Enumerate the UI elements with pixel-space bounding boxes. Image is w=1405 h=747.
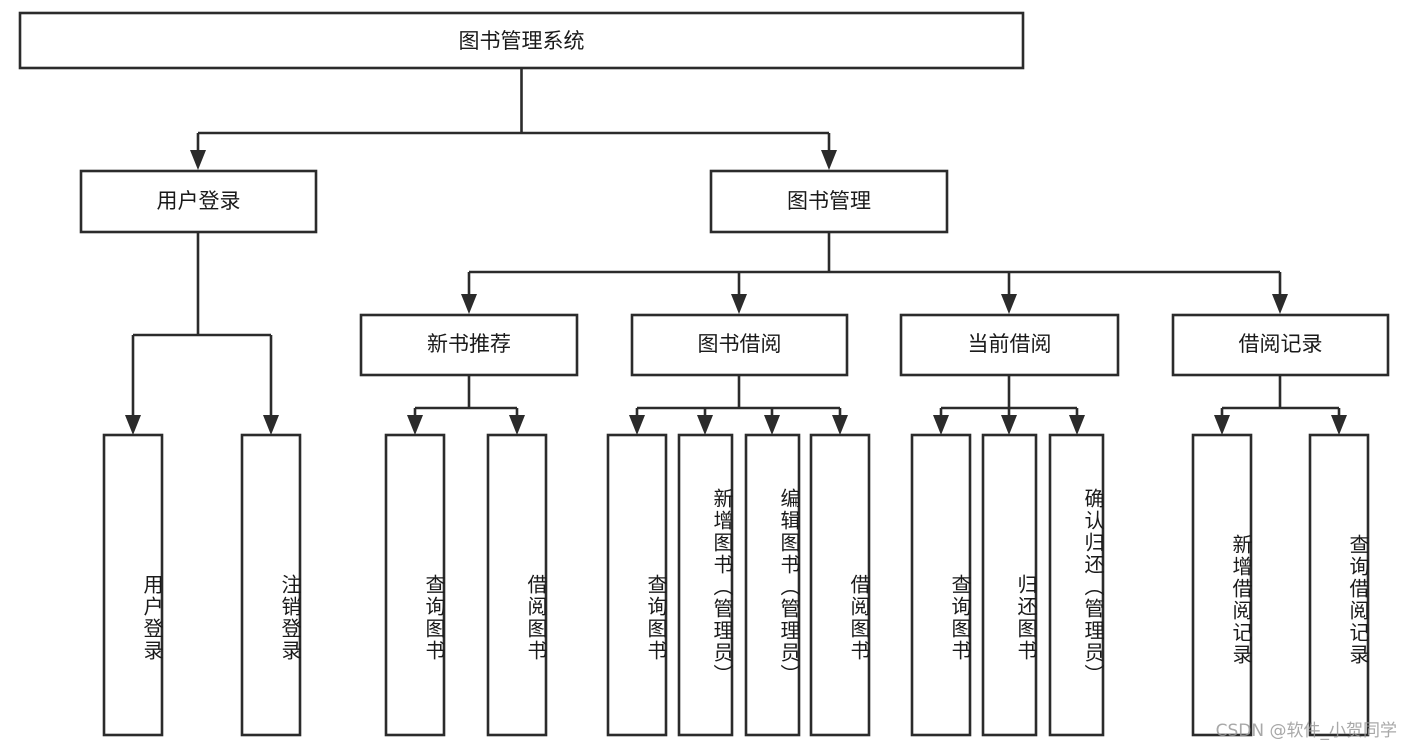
connector-currentborrow-to-leaves (933, 375, 1085, 435)
root-label: 图书管理系统 (459, 29, 585, 53)
level3-label-2: 当前借阅 (968, 332, 1052, 356)
leaf-box-7[interactable] (809, 433, 871, 737)
connector-root-to-level2 (190, 68, 837, 170)
arrow-head-icon (731, 294, 747, 314)
arrow-head-icon (125, 415, 141, 435)
leaf-box-9[interactable] (981, 433, 1038, 737)
arrow-head-icon (832, 415, 848, 435)
leaf-box-8[interactable] (910, 433, 972, 737)
watermark-text: CSDN @软件_小贺同学 (1215, 721, 1397, 741)
connector-newbook-to-leaves (407, 375, 525, 435)
leaf-box-5[interactable] (677, 433, 734, 737)
level2-label-0: 用户登录 (157, 189, 241, 213)
arrow-head-icon (1069, 415, 1085, 435)
node-root[interactable]: 图书管理系统 (18, 11, 1025, 70)
leaf-box-11[interactable] (1191, 433, 1253, 737)
arrow-head-icon (461, 294, 477, 314)
leaf-box-0[interactable] (102, 433, 164, 737)
leaf-box-1[interactable] (240, 433, 302, 737)
leaf-box-10[interactable] (1048, 433, 1105, 737)
arrow-head-icon (1331, 415, 1347, 435)
arrow-head-icon (1272, 294, 1288, 314)
leaf-box-4[interactable] (606, 433, 668, 737)
root-box[interactable] (18, 11, 1025, 70)
node-user-login[interactable]: 用户登录 (79, 169, 318, 234)
connector-userlogin-to-leaves (125, 232, 279, 435)
arrow-head-icon (697, 415, 713, 435)
leaf-box-12[interactable] (1308, 433, 1370, 737)
leaf-box-2[interactable] (384, 433, 446, 737)
leaf-boxes (102, 433, 1370, 737)
node-new-book-recommend[interactable]: 新书推荐 (359, 313, 579, 377)
arrow-head-icon (509, 415, 525, 435)
node-borrow-record[interactable]: 借阅记录 (1171, 313, 1390, 377)
arrow-head-icon (821, 150, 837, 170)
arrow-head-icon (629, 415, 645, 435)
arrow-head-icon (1001, 415, 1017, 435)
node-book-borrow[interactable]: 图书借阅 (630, 313, 849, 377)
arrow-head-icon (407, 415, 423, 435)
connector-borrowrecord-to-leaves (1214, 375, 1347, 435)
arrow-head-icon (1001, 294, 1017, 314)
leaf-box-3[interactable] (486, 433, 548, 737)
connector-bookborrow-to-leaves (629, 375, 848, 435)
arrow-head-icon (190, 150, 206, 170)
leaf-box-6[interactable] (744, 433, 801, 737)
node-book-management[interactable]: 图书管理 (709, 169, 949, 234)
level2-label-1: 图书管理 (787, 189, 871, 213)
level3-label-0: 新书推荐 (427, 332, 511, 356)
arrow-head-icon (764, 415, 780, 435)
level2-box-0[interactable] (79, 169, 318, 234)
level3-box-2[interactable] (899, 313, 1120, 377)
arrow-head-icon (263, 415, 279, 435)
level3-box-0[interactable] (359, 313, 579, 377)
connector-bookmgmt-to-level3 (461, 232, 1288, 314)
arrow-head-icon (1214, 415, 1230, 435)
level3-label-1: 图书借阅 (698, 332, 782, 356)
level3-label-3: 借阅记录 (1239, 332, 1323, 356)
node-current-borrow[interactable]: 当前借阅 (899, 313, 1120, 377)
arrow-head-icon (933, 415, 949, 435)
